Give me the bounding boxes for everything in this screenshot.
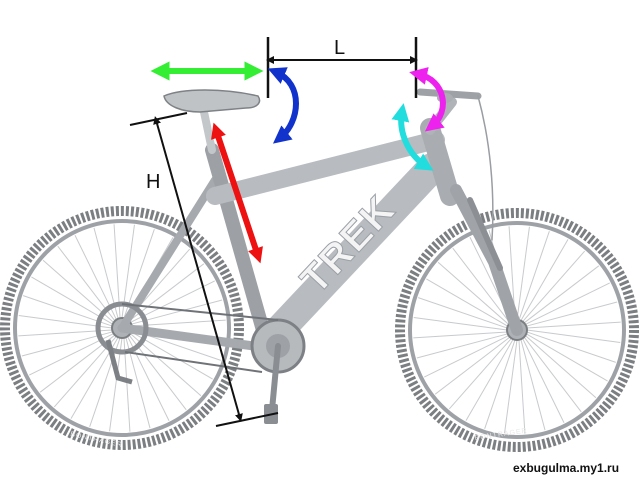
suspension-fork — [450, 184, 523, 336]
handlebar-rotation-arrow — [409, 67, 446, 132]
frame-brand: TREK — [292, 187, 404, 302]
spoke — [523, 336, 582, 413]
spoke — [520, 239, 569, 322]
spoke — [416, 333, 508, 359]
spoke — [448, 337, 512, 410]
spoke — [525, 282, 610, 325]
dimension-h: H — [129, 112, 279, 427]
seat-height-arrow — [211, 122, 263, 264]
spoke — [526, 331, 617, 363]
spoke — [522, 250, 586, 323]
spoke — [484, 339, 516, 430]
spoke — [518, 230, 550, 321]
spoke — [465, 338, 514, 421]
stem-angle-arrow — [391, 103, 434, 171]
spoke — [526, 321, 621, 329]
brake-cable — [477, 95, 494, 241]
front-rim — [408, 221, 626, 439]
crank-arm — [269, 343, 281, 413]
seat-post — [200, 108, 216, 154]
spoke — [417, 297, 508, 329]
spoke — [434, 336, 511, 395]
spoke — [413, 317, 508, 331]
spoke — [504, 339, 518, 434]
spoke — [437, 261, 510, 325]
h-top-tick — [129, 112, 188, 126]
watermark: exbugulma.my1.ru — [513, 461, 620, 475]
spoke — [518, 339, 526, 434]
spoke — [526, 329, 621, 343]
spoke — [524, 335, 597, 399]
fork-stanchion — [467, 197, 503, 271]
spoke — [413, 331, 508, 339]
spoke — [452, 247, 511, 324]
spoke — [522, 338, 565, 423]
spoke — [426, 278, 509, 327]
h-bottom-tick — [215, 412, 279, 427]
front-tire — [395, 208, 639, 452]
front-wheel: BONTRAGER — [395, 208, 639, 452]
l-label: L — [334, 37, 345, 59]
chain-bottom — [124, 351, 263, 373]
rear-derailleur — [105, 339, 133, 385]
h-dimension-line — [153, 116, 243, 422]
spoke — [520, 339, 546, 431]
h-label: H — [146, 171, 160, 193]
down-tube — [257, 153, 447, 353]
spoke — [516, 226, 530, 321]
spoke — [525, 333, 608, 382]
saddle — [163, 89, 261, 113]
spoke — [424, 335, 509, 378]
saddle-tilt-arrow — [267, 67, 299, 144]
front-spokes — [413, 226, 621, 434]
spoke — [523, 265, 600, 324]
spoke — [526, 301, 618, 327]
